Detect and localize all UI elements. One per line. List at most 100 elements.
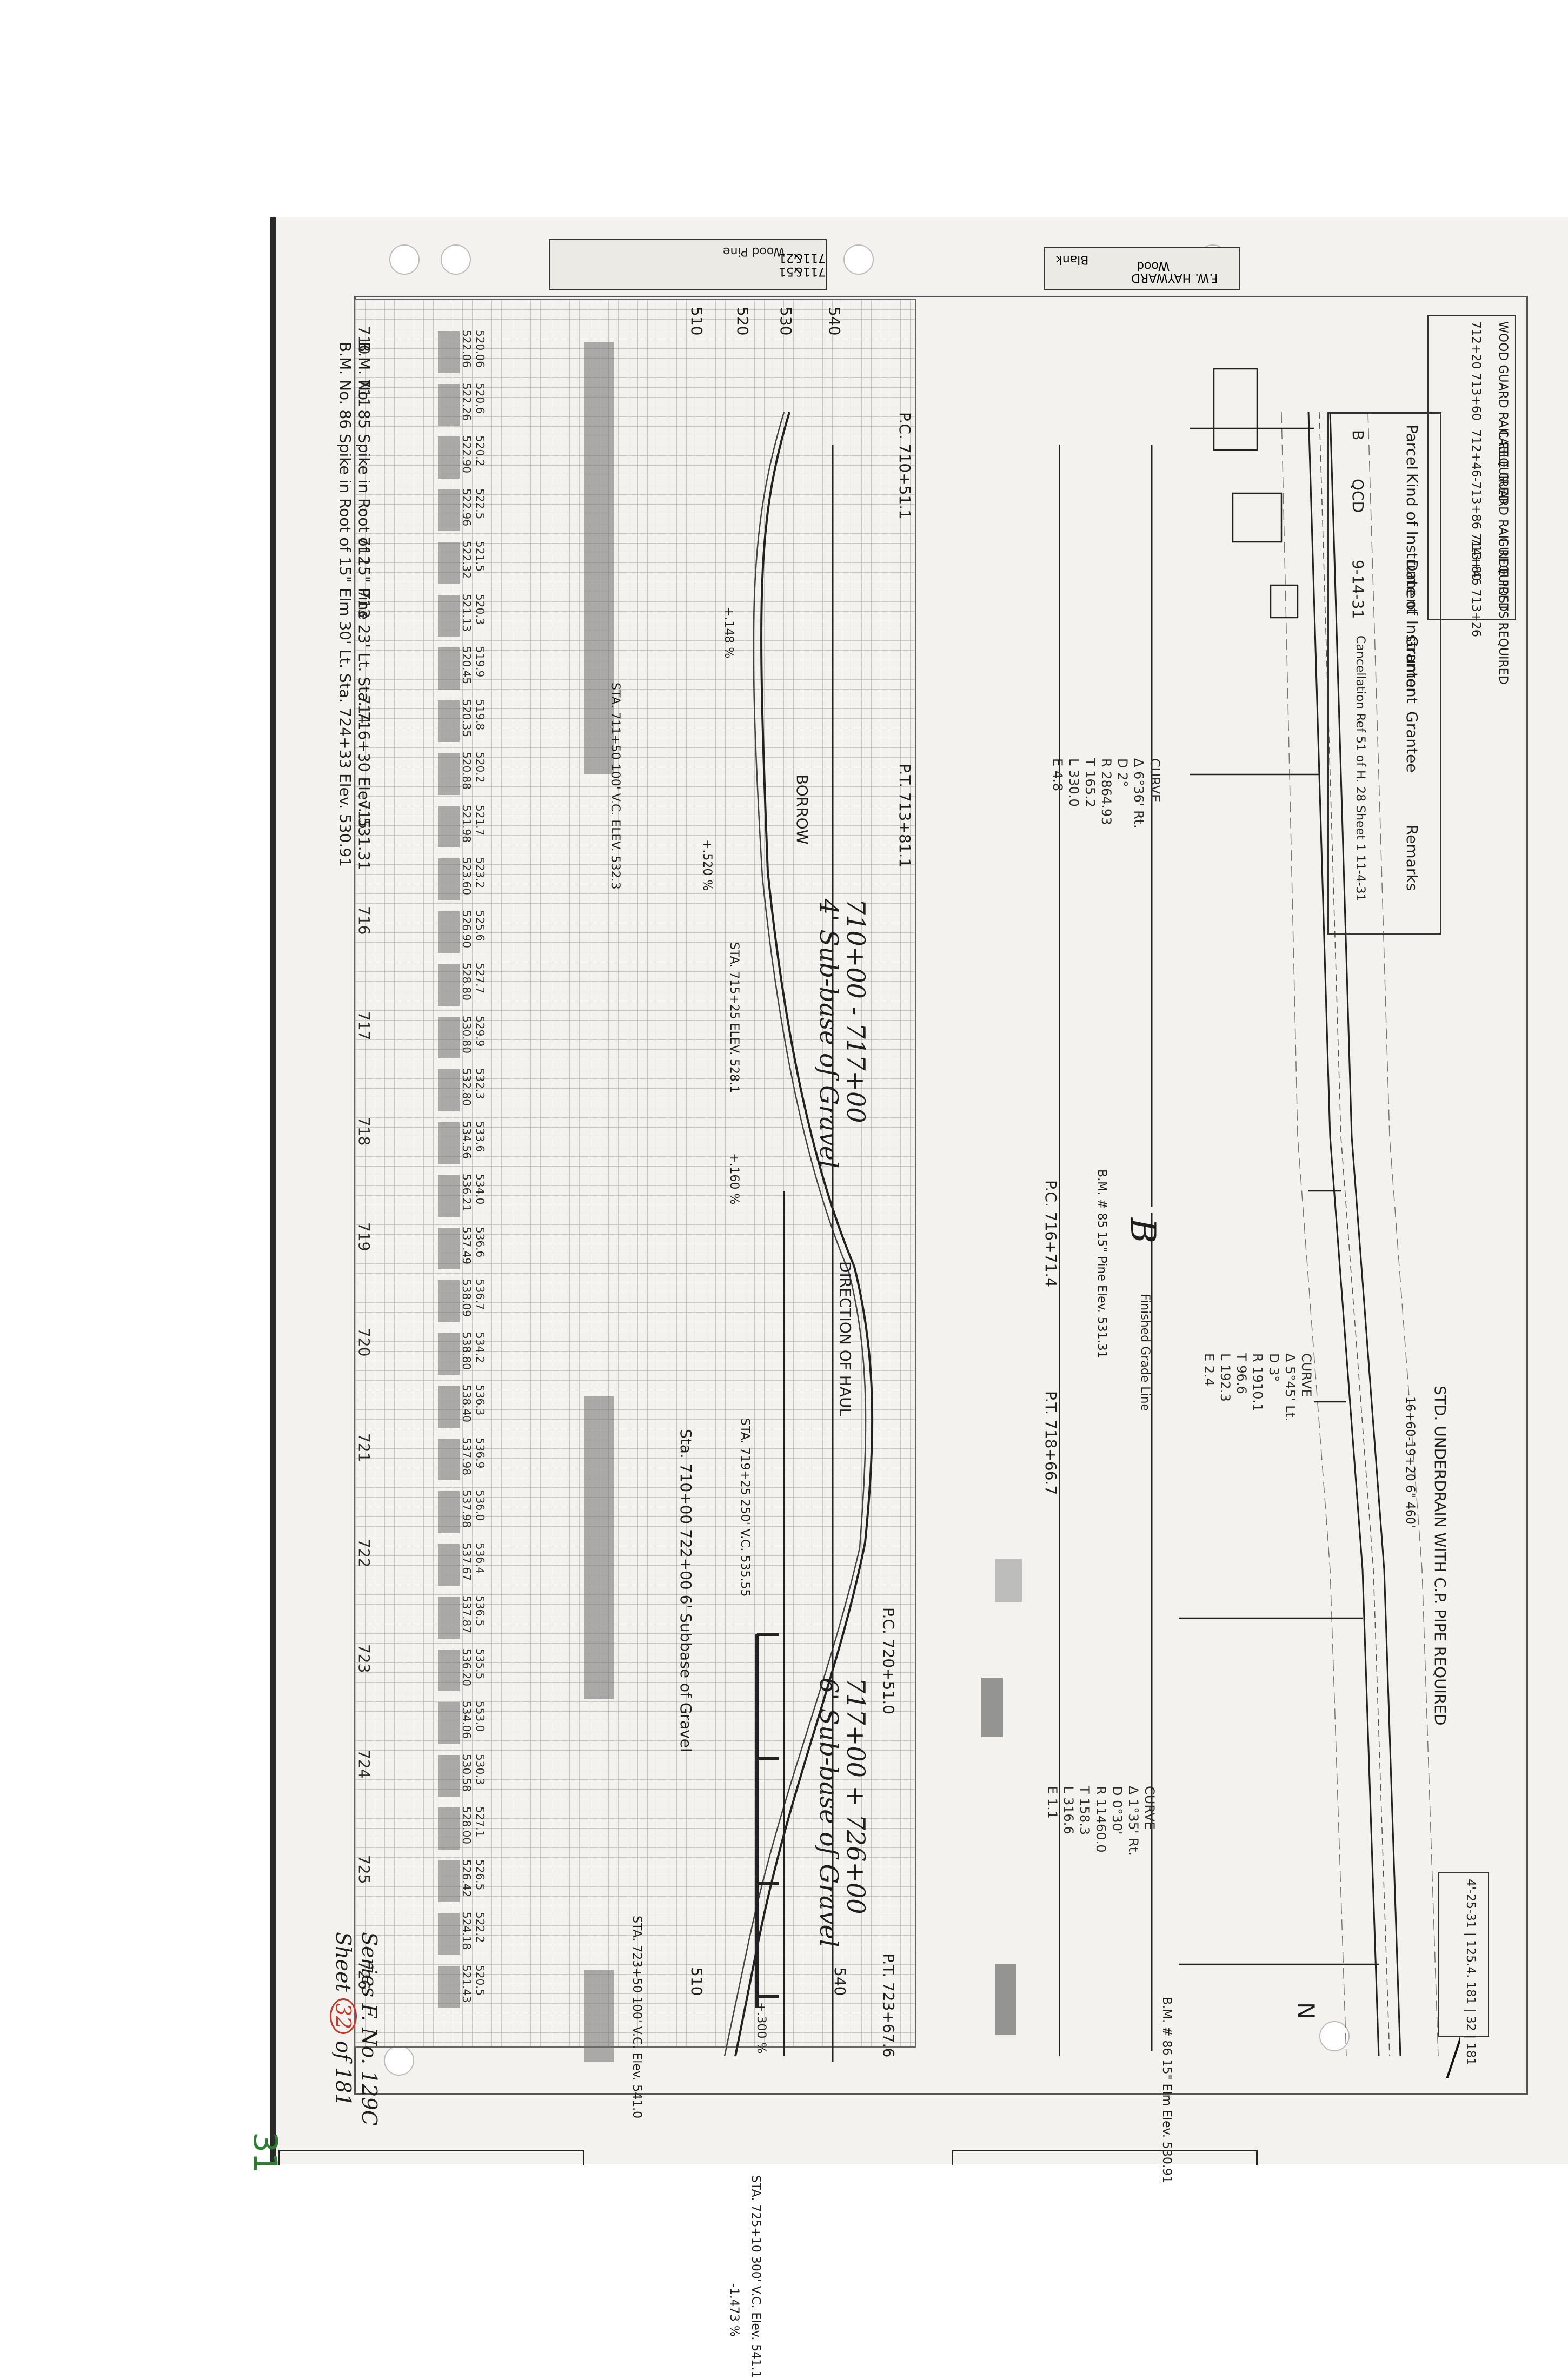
bottom-tab-right <box>952 2150 1258 2165</box>
elevation-bottom: 522.26 <box>460 382 473 421</box>
parcel-cell-4: Cancellation Ref 51 of H. 28 Sheet 1 11-… <box>1353 635 1367 902</box>
pc1-label: P.C. 710+51.1 <box>896 412 914 520</box>
parcel-cell-1: QCD <box>1349 479 1367 513</box>
station-number: 719 <box>355 1222 373 1251</box>
elevation-top: 536.5 <box>474 1595 487 1627</box>
elevation-bottom: 530.58 <box>460 1753 473 1792</box>
header-strip-right: Blank Wood F.W. HAYWARD <box>1044 247 1240 290</box>
elevation-shading <box>438 1860 460 1902</box>
elevation-shading <box>438 964 460 1006</box>
elevation-top: 520.6 <box>474 382 487 414</box>
elevation-shading <box>438 1965 460 2008</box>
elevation-shading <box>438 1913 460 1955</box>
elevation-shading <box>438 805 460 847</box>
elevation-shading <box>438 1122 460 1164</box>
pt3-label: P.T. 723+67.6 <box>880 1953 898 2058</box>
borrow-label: BORROW <box>793 774 811 845</box>
row-line-2 <box>1367 412 1439 2057</box>
elevation-bottom: 522.32 <box>460 541 473 579</box>
vc-label-5: STA. 725+10 300' V.C. Elev. 541.1 <box>749 2175 762 2378</box>
elevation-bottom: 528.80 <box>460 963 473 1001</box>
elevation-top: 519.9 <box>474 646 487 678</box>
elevation-bottom: 537.49 <box>460 1226 473 1264</box>
pt1-label: P.T. 713+81.1 <box>896 764 914 868</box>
curve-line: CURVE <box>1142 1786 1157 1830</box>
elevation-bottom: 537.87 <box>460 1595 473 1633</box>
grade-label: Finished Grade Line <box>1138 1294 1152 1412</box>
header-right-blank: Blank <box>1055 253 1089 266</box>
elevation-shading <box>438 1544 460 1586</box>
curve-line: Δ 6°36' Rt. <box>1131 758 1146 829</box>
curve-line: D 3° <box>1266 1353 1281 1382</box>
parcel-header-4: Grantee <box>1403 711 1421 773</box>
elevation-bottom: 526.90 <box>460 910 473 948</box>
profile-drawing <box>723 368 1460 2078</box>
elevation-bottom: 538.40 <box>460 1385 473 1422</box>
elevation-top: 521.7 <box>474 804 487 836</box>
elevation-top: 536.4 <box>474 1542 487 1574</box>
elevation-top: 535.5 <box>474 1648 487 1679</box>
curve-line: E 1.1 <box>1045 1786 1060 1819</box>
grade-3: +.160 % <box>727 1153 741 1205</box>
station-number: 721 <box>355 1433 373 1462</box>
curve-line: L 316.6 <box>1061 1786 1076 1834</box>
plan-sheet: Wood Pine 711&51 711&21 Blank Wood F.W. … <box>246 217 1568 2378</box>
house-building <box>1232 492 1283 543</box>
elevation-bottom: 520.45 <box>460 646 473 684</box>
elevation-bottom: 523.60 <box>460 857 473 895</box>
parcel-mark: B <box>1122 1218 1162 1244</box>
elevation-top: 523.2 <box>474 857 487 889</box>
elevation-bottom: 528.00 <box>460 1806 473 1844</box>
title-block: 4'-25-31 | 125.4. 181 | 32 | 181 <box>1438 1872 1489 2065</box>
curve-line: Δ 1°35' Rt. <box>1126 1786 1141 1856</box>
elevation-top: 521.5 <box>474 541 487 572</box>
elevation-top: 534.2 <box>474 1332 487 1363</box>
grade-line <box>734 412 874 2057</box>
punch-hole <box>441 244 471 275</box>
series-label: Series F. No. 129C <box>357 1932 381 2126</box>
curve-line: D 2° <box>1115 758 1130 787</box>
right-note-2: 16+60-19+20 6" 460' <box>1403 1396 1417 1528</box>
elevation-top: 536.6 <box>474 1226 487 1257</box>
gravel-a-range: 710+00 - 717+00 <box>841 899 871 1123</box>
grade-2: +.520 % <box>700 839 714 891</box>
guard-rail-row-3: 713+46 713+26 <box>1469 538 1483 637</box>
curve-line: R 11460.0 <box>1093 1786 1108 1853</box>
elevation-shading <box>438 911 460 953</box>
header-strip-left: Wood Pine 711&51 711&21 <box>549 239 827 290</box>
elevation-bottom: 537.67 <box>460 1542 473 1581</box>
curve-line: CURVE <box>1299 1353 1314 1397</box>
station-number: 723 <box>355 1644 373 1673</box>
benchmark-86: B.M. No. 86 Spike in Root of 15" Elm 30'… <box>336 342 354 867</box>
direction-label: DIRECTION OF HAUL <box>836 1261 854 1417</box>
elevation-bottom: 534.06 <box>460 1701 473 1739</box>
elevation-top: 520.5 <box>474 1964 487 1996</box>
curve-line: R 2864.93 <box>1099 758 1114 825</box>
elevation-top: 520.3 <box>474 593 487 625</box>
header-right-name: F.W. HAYWARD <box>1131 271 1218 284</box>
curve-line: CURVE <box>1147 758 1162 803</box>
north-arrow <box>1446 2036 1460 2078</box>
elevation-shading <box>438 1016 460 1058</box>
elevation-top: 526.5 <box>474 1859 487 1890</box>
elevation-shading <box>438 1386 460 1428</box>
elevation-bottom: 521.98 <box>460 804 473 843</box>
station-number: 722 <box>355 1538 373 1567</box>
curve-line: E 2.4 <box>1201 1353 1217 1386</box>
parcel-header-0: Parcel <box>1403 425 1421 471</box>
drain-marks <box>755 1633 779 2008</box>
vc-label-1: STA. 711+50 100' V.C. ELEV. 532.3 <box>608 683 622 890</box>
gravel-b-range: 717+00 + 726+00 <box>841 1678 871 1915</box>
grade-5: -1.473 % <box>727 2283 741 2337</box>
stamp-box <box>995 1964 1016 2035</box>
elevation-shading <box>438 436 460 479</box>
shed-building <box>1270 584 1299 619</box>
elevation-top: 520.06 <box>474 330 487 368</box>
pt2-label: P.T. 718+66.7 <box>1042 1391 1060 1495</box>
pc3-label: P.C. 720+51.0 <box>880 1607 898 1715</box>
punch-hole <box>1319 2021 1350 2051</box>
sheet-label: Sheet 32 of 181 <box>330 1932 357 2107</box>
grade-4: +.300 % <box>754 2002 768 2054</box>
right-note-1: STD. UNDERDRAIN WITH C.P. PIPE REQUIRED <box>1431 1386 1449 1726</box>
